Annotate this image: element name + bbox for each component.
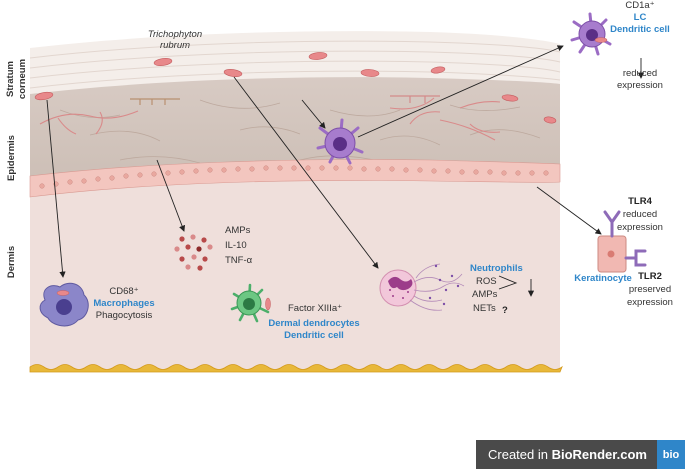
langerhans-cell: [316, 118, 364, 165]
dermis-label: Dermis: [6, 246, 17, 278]
tlr2-state-1: preserved: [629, 284, 671, 295]
tlr4-receptor-icon: [603, 210, 621, 238]
dermal-dendrocyte-cell: [230, 283, 271, 323]
neutrophil-name: Neutrophils: [470, 263, 523, 274]
lc-outcome-1: reduced: [623, 68, 657, 79]
tlr4-label: TLR4: [628, 196, 652, 207]
lc-name: LC: [634, 12, 647, 23]
dermis-layer: [29, 175, 563, 373]
badge-brand: BioRender.com: [551, 447, 647, 462]
dermal-dc-name: Dermal dendrocytes: [268, 318, 359, 329]
tlr2-receptor-icon: [624, 249, 647, 267]
dermal-dc-marker: Factor XIIIa⁺: [288, 303, 342, 314]
keratinocyte-label: Keratinocyte: [574, 273, 632, 284]
mediator-tnf: TNF-α: [225, 255, 253, 266]
biorender-logo-icon: bio: [657, 440, 685, 469]
cytokine-cluster: [174, 234, 213, 271]
pathogen-label-1: Trichophyton: [148, 29, 202, 40]
stratum-corneum-label-1: Stratum: [5, 61, 16, 97]
neutrophil-ros: ROS: [476, 276, 497, 287]
macrophage-name: Macrophages: [93, 298, 154, 309]
neutrophil-cell: [379, 263, 465, 311]
hyphae: [130, 95, 440, 105]
mediator-amps: AMPs: [225, 225, 251, 236]
lc-outcome-2: expression: [617, 80, 663, 91]
neutrophil-amps: AMPs: [472, 289, 498, 300]
lc-dendritic-label: Dendritic cell: [610, 24, 670, 35]
stratum-corneum-label-2: corneum: [17, 59, 28, 99]
macrophage-marker: CD68⁺: [109, 286, 138, 297]
stratum-corneum-layer: [29, 31, 561, 94]
mediator-il10: IL-10: [225, 240, 247, 251]
pathogen-label-2: rubrum: [160, 40, 190, 51]
neutrophil-question: ?: [502, 305, 508, 316]
langerhans-cell-icon: [570, 12, 612, 56]
biorender-badge[interactable]: Created in BioRender.com bio: [476, 440, 685, 469]
dermal-dc-dendritic: Dendritic cell: [284, 330, 344, 341]
fungal-elements: [34, 52, 557, 124]
lc-marker: CD1a⁺: [625, 0, 654, 11]
badge-prefix: Created in: [488, 447, 552, 462]
tlr4-state-1: reduced: [623, 209, 657, 220]
arrows: [46, 45, 645, 297]
badge-text: Created in BioRender.com: [476, 447, 657, 462]
keratinocyte-cell: [597, 235, 627, 273]
macrophage-cell: [39, 282, 89, 327]
basal-cell-layer: [29, 159, 561, 198]
layer-labels: Stratum corneum Epidermis Dermis: [5, 59, 28, 278]
macrophage-function: Phagocytosis: [96, 310, 153, 321]
epidermis-label: Epidermis: [6, 135, 17, 181]
neutrophil-nets: NETs: [473, 303, 496, 314]
tlr2-label: TLR2: [638, 271, 662, 282]
tlr4-state-2: expression: [617, 222, 663, 233]
tlr2-state-2: expression: [627, 297, 673, 308]
